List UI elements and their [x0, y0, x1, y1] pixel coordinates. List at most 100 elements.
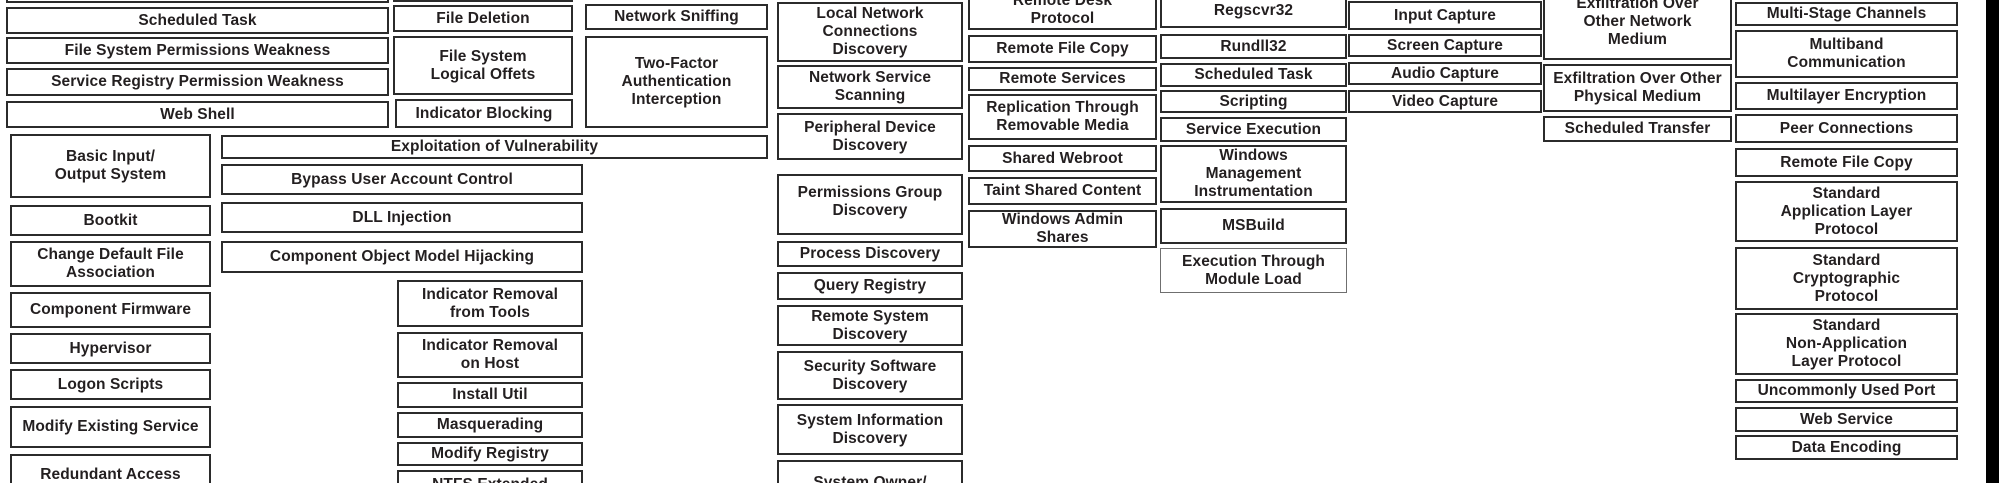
technique-box-replication-through-removable-media: Replication Through Removable Media — [968, 94, 1157, 140]
technique-box-standard-non-application-layer-protocol: Standard Non-Application Layer Protocol — [1735, 313, 1958, 375]
technique-label: File System Permissions Weakness — [64, 41, 331, 59]
technique-label: Remote Services — [999, 70, 1126, 87]
technique-label: MSBuild — [1222, 217, 1285, 234]
technique-box-component-object-model-hijacking: Component Object Model Hijacking — [221, 241, 583, 273]
technique-box-system-information-discovery: System Information Discovery — [777, 404, 963, 455]
technique-box-multilayer-encryption: Multilayer Encryption — [1735, 82, 1958, 110]
technique-label: System Owner/ — [813, 474, 927, 483]
technique-box-modify-existing-service: Modify Existing Service — [10, 406, 211, 448]
technique-label: Scheduled Task — [138, 11, 257, 29]
technique-box-file-system-logical-offets: File System Logical Offets — [393, 36, 573, 95]
technique-label: Remote Desk Protocol — [1012, 0, 1113, 27]
technique-label: Data Encoding — [1791, 438, 1902, 456]
technique-box-indicator-blocking: Indicator Blocking — [395, 99, 573, 128]
technique-label: Windows Admin Shares — [1001, 211, 1124, 246]
technique-box-install-util: Install Util — [397, 382, 583, 408]
technique-box-uncommonly-used-port: Uncommonly Used Port — [1735, 379, 1958, 403]
technique-box-exfiltration-over-other-network-medium: Exfiltration Over Other Network Medium — [1543, 0, 1732, 60]
technique-label: Permissions Group Discovery — [797, 184, 943, 219]
technique-label: Remote System Discovery — [811, 307, 929, 343]
technique-box-dll-injection: DLL Injection — [221, 202, 583, 233]
technique-label: Logon Scripts — [57, 375, 164, 393]
technique-box-remote-system-discovery: Remote System Discovery — [777, 305, 963, 346]
technique-label: Uncommonly Used Port — [1757, 382, 1936, 399]
technique-box-audio-capture: Audio Capture — [1348, 62, 1542, 85]
technique-label: Replication Through Removable Media — [986, 99, 1139, 134]
technique-box-bootkit: Bootkit — [10, 205, 211, 236]
technique-box-scheduled-task-execution: Scheduled Task — [1160, 63, 1347, 87]
technique-label: Modify Existing Service — [22, 418, 199, 435]
technique-box-indicator-removal-on-host: Indicator Removal on Host — [397, 332, 583, 378]
technique-label: Taint Shared Content — [983, 182, 1142, 199]
technique-label: File Deletion — [436, 9, 530, 27]
technique-label: Standard Application Layer Protocol — [1780, 184, 1913, 238]
technique-box-bypass-user-account-control: Bypass User Account Control — [221, 164, 583, 195]
technique-label: Web Shell — [160, 105, 235, 123]
technique-box-basic-input-output-system: Basic Input/ Output System — [10, 134, 211, 198]
technique-label: Multi-Stage Channels — [1766, 5, 1927, 22]
technique-label: Modify Registry — [431, 445, 549, 462]
technique-label: Windows Management Instrumentation — [1194, 147, 1313, 200]
technique-label: File System Logical Offets — [430, 47, 536, 83]
technique-box-service-registry-permission-weakness: Service Registry Permission Weakness — [6, 68, 389, 96]
technique-label: Multilayer Encryption — [1766, 87, 1927, 104]
technique-box-permissions-group-discovery: Permissions Group Discovery — [777, 174, 963, 235]
technique-label: Scheduled Task — [1194, 66, 1313, 83]
technique-label: Standard Cryptographic Protocol — [1792, 251, 1901, 305]
technique-box-remote-file-copy-lateral: Remote File Copy — [968, 35, 1157, 63]
technique-box-peer-connections: Peer Connections — [1735, 114, 1958, 143]
technique-box-remote-file-copy-c2: Remote File Copy — [1735, 148, 1958, 177]
technique-label: Network Sniffing — [614, 8, 739, 25]
technique-label: Exfiltration Over Other Network Medium — [1576, 0, 1699, 48]
technique-box-masquerading: Masquerading — [397, 412, 583, 438]
technique-box-remote-desk-protocol: Remote Desk Protocol — [968, 0, 1157, 30]
technique-label: Video Capture — [1391, 92, 1499, 110]
technique-box-modify-registry: Modify Registry — [397, 442, 583, 466]
technique-label: Network Service Scanning — [808, 69, 932, 104]
right-edge-black-strip — [1986, 0, 1999, 483]
technique-box-file-deletion: File Deletion — [393, 5, 573, 32]
technique-box-rundll32: Rundll32 — [1160, 34, 1347, 59]
technique-label: Scheduled Transfer — [1564, 120, 1711, 137]
technique-box-windows-management-instrumentation: Windows Management Instrumentation — [1160, 145, 1347, 203]
technique-box-network-service-scanning: Network Service Scanning — [777, 65, 963, 109]
technique-label: Query Registry — [813, 277, 927, 294]
technique-box-redundant-access: Redundant Access — [10, 454, 211, 483]
technique-label: Service Execution — [1185, 120, 1322, 138]
technique-box-file-system-permissions-weakness: File System Permissions Weakness — [6, 37, 389, 64]
technique-box-hypervisor: Hypervisor — [10, 333, 211, 364]
technique-box-input-capture: Input Capture — [1348, 1, 1542, 30]
technique-box-msbuild: MSBuild — [1160, 208, 1347, 244]
technique-label: NTFS Extended — [432, 476, 548, 483]
technique-box-indicator-removal-from-tools: Indicator Removal from Tools — [397, 280, 583, 327]
technique-label: Two-Factor Authentication Interception — [621, 55, 732, 108]
technique-label: Change Default File Association — [37, 246, 184, 281]
technique-box-security-software-discovery: Security Software Discovery — [777, 351, 963, 400]
technique-box-video-capture: Video Capture — [1348, 90, 1542, 113]
technique-box-windows-admin-shares: Windows Admin Shares — [968, 210, 1157, 248]
technique-label: Masquerading — [436, 416, 544, 433]
technique-label: Security Software Discovery — [803, 357, 937, 393]
technique-box-exfiltration-over-other-physical-medium: Exfiltration Over Other Physical Medium — [1543, 64, 1732, 112]
technique-label: Component Object Model Hijacking — [269, 248, 535, 265]
technique-label: Indicator Blocking — [415, 104, 553, 122]
technique-box-query-registry: Query Registry — [777, 272, 963, 300]
technique-label: Scripting — [1219, 92, 1288, 110]
technique-label: Remote File Copy — [1780, 153, 1913, 171]
technique-box-shared-webroot: Shared Webroot — [968, 145, 1157, 172]
technique-label: Peer Connections — [1779, 119, 1914, 137]
technique-label: Remote File Copy — [996, 40, 1129, 57]
technique-label: Process Discovery — [799, 245, 941, 262]
technique-box-multiband-communication: Multiband Communication — [1735, 30, 1958, 78]
technique-box-web-shell: Web Shell — [6, 101, 389, 128]
technique-box-cut-box-top-col3 — [393, 0, 573, 2]
technique-label: Redundant Access — [40, 466, 181, 483]
technique-label: Standard Non-Application Layer Protocol — [1785, 317, 1908, 370]
technique-box-standard-cryptographic-protocol: Standard Cryptographic Protocol — [1735, 247, 1958, 310]
technique-label: Peripheral Device Discovery — [804, 118, 936, 154]
technique-box-standard-application-layer-protocol: Standard Application Layer Protocol — [1735, 181, 1958, 242]
technique-box-multi-stage-channels: Multi-Stage Channels — [1735, 2, 1958, 26]
technique-box-regscvr32: Regscvr32 — [1160, 0, 1347, 28]
technique-label: Input Capture — [1393, 6, 1497, 24]
technique-box-scheduled-transfer: Scheduled Transfer — [1543, 116, 1732, 142]
